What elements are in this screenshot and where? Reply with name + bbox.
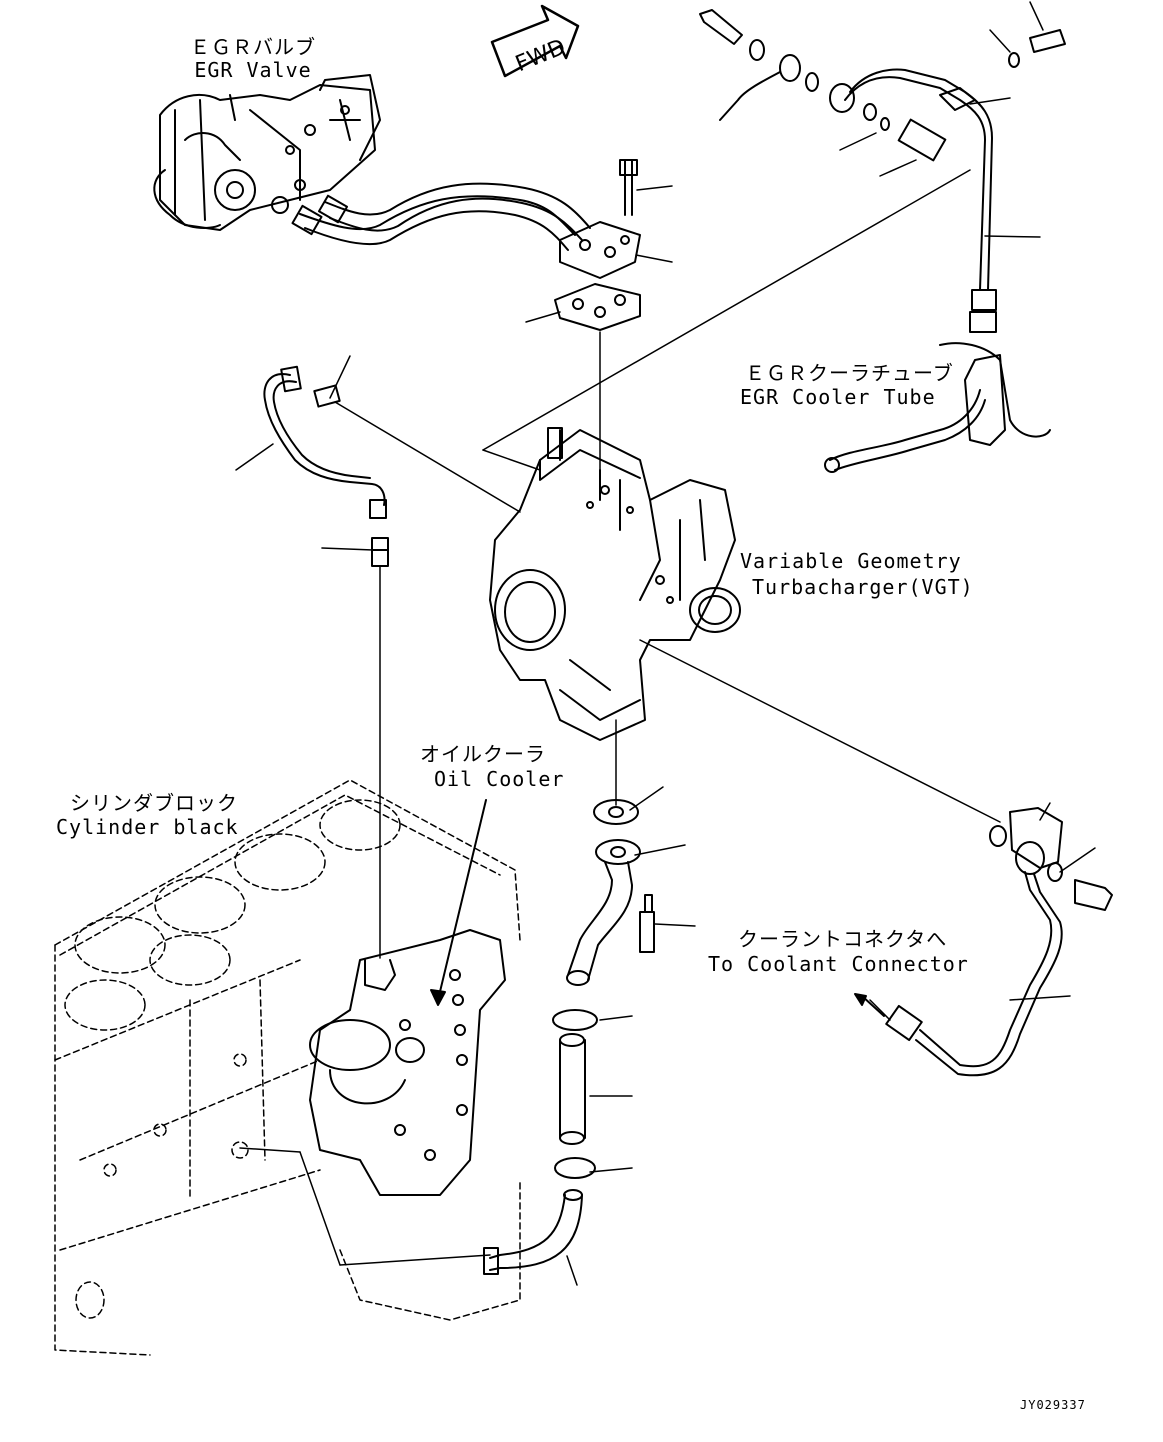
fwd-arrow: FWD	[490, 4, 580, 78]
cylinder-block-icon	[54, 779, 521, 1356]
oil-cooler-icon	[309, 929, 506, 1196]
egr-cooler-tube-icon	[824, 68, 1051, 473]
egr-valve-label-en: EGR Valve	[194, 58, 312, 82]
coolant-label-jp: クーラントコネクタへ	[738, 927, 948, 951]
oil-cooler-arrow	[430, 799, 487, 1006]
cylinder-block-label-jp: シリンダブロック	[70, 791, 238, 815]
vgt-label-line1: Variable Geometry	[740, 549, 962, 573]
coolant-pipe-icon	[483, 799, 655, 1275]
oil-tube-left	[263, 365, 387, 519]
manifold-block	[559, 159, 641, 279]
coolant-label-en: To Coolant Connector	[708, 952, 969, 976]
egr-valve-icon	[153, 74, 381, 231]
fittings	[313, 384, 389, 567]
turbocharger-icon	[489, 427, 741, 741]
egr-valve-label-jp: ＥＧＲバルブ	[190, 35, 316, 59]
coolant-tube-right-icon	[854, 807, 1113, 1077]
oil-cooler-label-en: Oil Cooler	[434, 767, 565, 791]
cylinder-block-label-en: Cylinder black	[56, 815, 239, 839]
leader-lines	[235, 1, 1096, 1286]
drawing-number: JY029337	[1020, 1398, 1086, 1412]
gasket	[554, 283, 641, 331]
fwd-text: FWD	[512, 35, 569, 77]
vgt-label-line2: Turbacharger(VGT)	[752, 575, 974, 599]
oil-cooler-label-jp: オイルクーラ	[420, 742, 546, 766]
egr-hoses	[291, 182, 591, 251]
hardware-top-right	[699, 9, 1066, 162]
egr-cooler-tube-label-en: EGR Cooler Tube	[740, 385, 936, 409]
egr-cooler-tube-label-jp: ＥＧＲクーラチューブ	[745, 361, 954, 385]
